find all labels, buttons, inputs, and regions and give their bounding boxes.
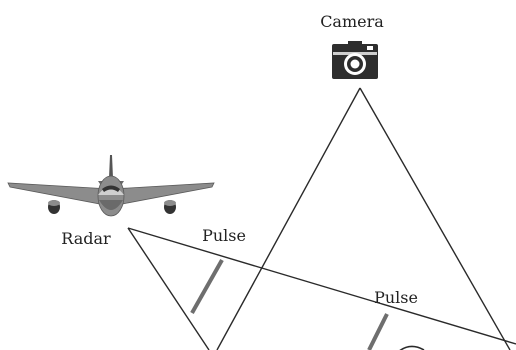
camera-field-of-view [216, 87, 511, 350]
pulse-label-1: Pulse [202, 226, 246, 245]
pulse-label-2: Pulse [374, 288, 418, 307]
airplane-icon [7, 155, 215, 217]
pulse-marker-1 [190, 259, 224, 314]
target-edge-arc [399, 345, 425, 350]
camera-label: Camera [320, 12, 384, 31]
pulse-marker-2 [367, 313, 389, 350]
radar-label: Radar [61, 229, 111, 248]
radar-beam [127, 227, 516, 350]
camera-fov-right-line [359, 87, 511, 350]
radar-beam-lower-line [127, 227, 210, 350]
camera-fov-left-line [216, 87, 361, 350]
radar-beam-upper-line [127, 227, 516, 345]
camera-icon [332, 41, 378, 79]
